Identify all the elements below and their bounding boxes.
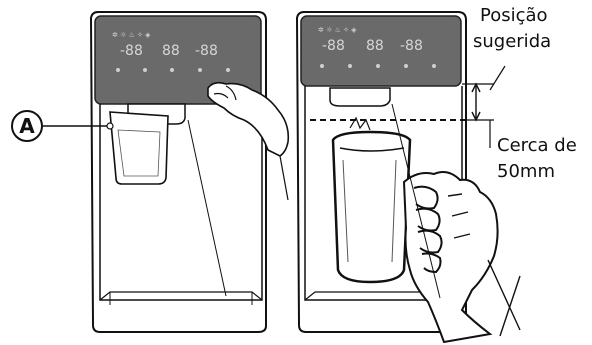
right-panel-dot bbox=[348, 64, 352, 68]
callout-a-dot bbox=[107, 123, 113, 129]
left-panel-dot bbox=[226, 68, 230, 72]
left-arm-line bbox=[280, 156, 288, 200]
right-panel-dot bbox=[432, 64, 436, 68]
suggested-position-label-line2: sugerida bbox=[473, 32, 551, 52]
leader-suggested bbox=[490, 66, 505, 90]
right-arm-line bbox=[500, 276, 520, 336]
approx-distance-label-line1: Cerca de bbox=[497, 136, 577, 156]
left-panel-temp2: 88 bbox=[162, 43, 180, 59]
suggested-position-label-line1: Posição bbox=[480, 6, 548, 26]
right-panel-dot bbox=[376, 64, 380, 68]
right-panel-temp3: -88 bbox=[400, 38, 423, 54]
callout-a-marker: A bbox=[11, 110, 43, 142]
right-panel-dot bbox=[320, 64, 324, 68]
left-panel-temp3: -88 bbox=[195, 43, 218, 59]
right-arm-line bbox=[488, 260, 520, 330]
right-panel-temp1: -88 bbox=[322, 38, 345, 54]
left-panel-dot bbox=[170, 68, 174, 72]
left-panel-icons: ✲ ☼ ♨ ✧ ◈ bbox=[112, 31, 151, 39]
left-panel-dot bbox=[198, 68, 202, 72]
right-nozzle bbox=[330, 88, 390, 106]
right-dispenser: ✲ ☼ ♨ ✧ ◈ -88 88 -88 bbox=[297, 12, 520, 342]
left-panel-dot bbox=[143, 68, 147, 72]
right-panel-temp2: 88 bbox=[366, 38, 384, 54]
left-panel-temp1: -88 bbox=[120, 43, 143, 59]
right-panel-dot bbox=[404, 64, 408, 68]
approx-distance-label-line2: 50mm bbox=[497, 162, 555, 182]
right-panel-icons: ✲ ☼ ♨ ✧ ◈ bbox=[318, 26, 357, 34]
left-panel-dot bbox=[116, 68, 120, 72]
left-dispenser: ✲ ☼ ♨ ✧ ◈ -88 88 -88 bbox=[43, 12, 288, 332]
cup bbox=[333, 132, 410, 282]
